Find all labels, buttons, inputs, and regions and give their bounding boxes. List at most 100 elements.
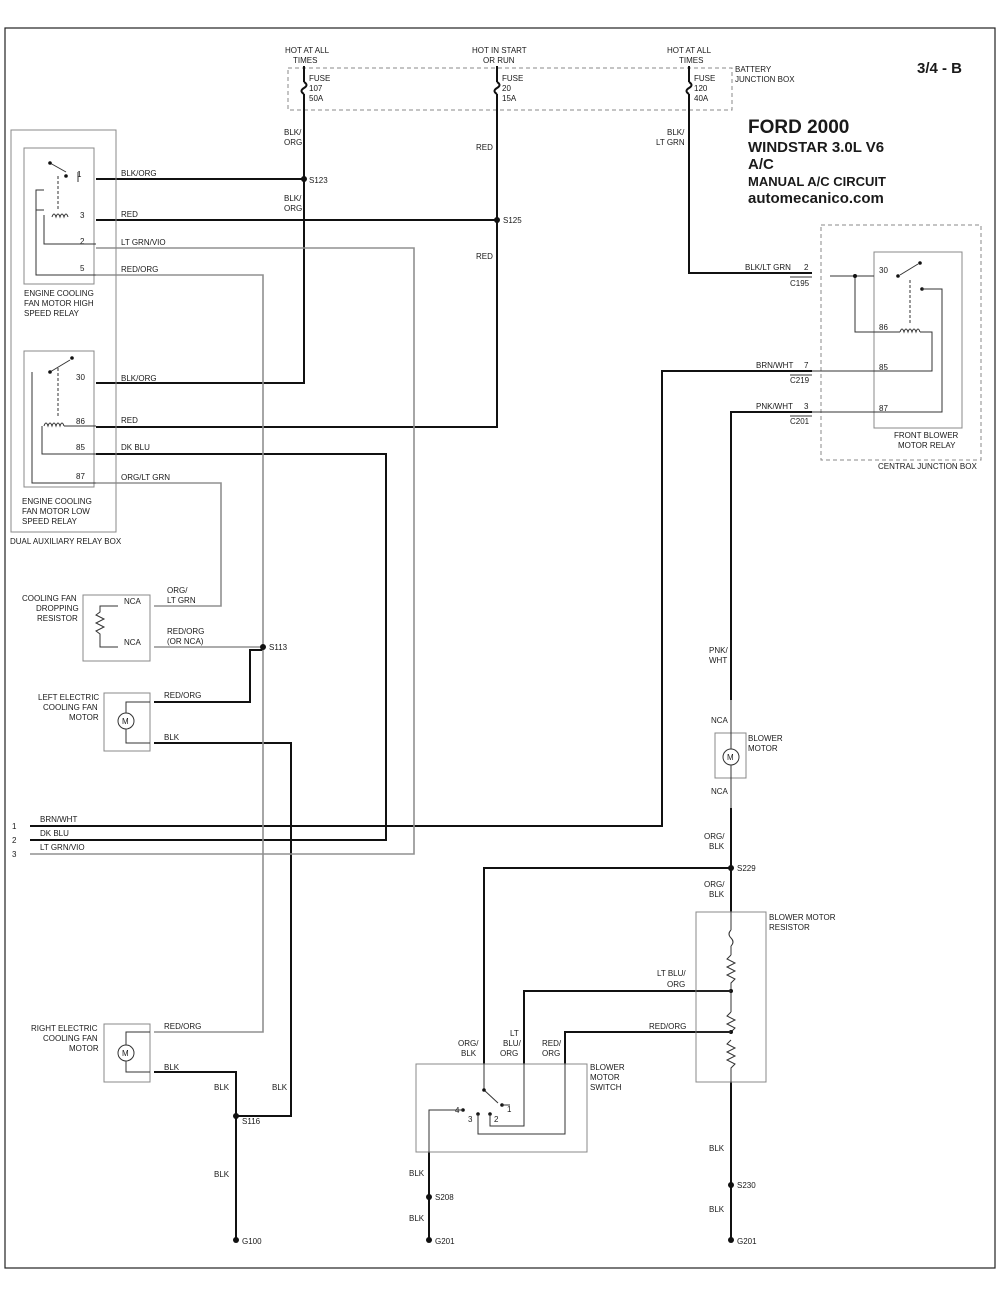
offpage-ref-3: 3 [12, 850, 17, 859]
model-engine: WINDSTAR 3.0L V6 [748, 139, 884, 156]
blower-switch-label-3: SWITCH [590, 1083, 622, 1092]
svg-text:DK BLU: DK BLU [40, 829, 69, 838]
low-relay-label-3: SPEED RELAY [22, 517, 78, 526]
svg-text:S230: S230 [737, 1181, 756, 1190]
splice-s116: S116 [233, 1113, 261, 1126]
svg-text:20: 20 [502, 84, 511, 93]
svg-text:BLK: BLK [214, 1170, 230, 1179]
svg-text:LT: LT [510, 1029, 519, 1038]
fuse-107: HOT AT ALL TIMES FUSE 107 50A [285, 46, 330, 103]
relay-box-label: DUAL AUXILIARY RELAY BOX [10, 537, 122, 546]
svg-text:ORG: ORG [667, 980, 685, 989]
svg-text:RED/ORG: RED/ORG [164, 1022, 201, 1031]
svg-text:HOT IN START: HOT IN START [472, 46, 527, 55]
blower-motor: M NCA NCA [711, 700, 747, 808]
svg-text:BLK: BLK [272, 1083, 288, 1092]
svg-text:PNK/WHT: PNK/WHT [756, 402, 793, 411]
left-cooling-fan-motor: M [103, 692, 151, 752]
svg-text:HOT AT ALL: HOT AT ALL [285, 46, 330, 55]
high-speed-relay: 1 3 2 5 [23, 147, 96, 285]
svg-text:BLK: BLK [709, 1144, 725, 1153]
splice-s125: S125 [494, 216, 522, 225]
svg-text:NCA: NCA [711, 716, 729, 725]
svg-text:C219: C219 [790, 376, 810, 385]
circuit-name: MANUAL A/C CIRCUIT [748, 174, 886, 189]
svg-text:3: 3 [804, 402, 809, 411]
offpage-ref-2: 2 [12, 836, 17, 845]
svg-text:C195: C195 [790, 279, 810, 288]
svg-text:S123: S123 [309, 176, 328, 185]
svg-text:ORG: ORG [284, 204, 302, 213]
svg-text:RED/ORG: RED/ORG [649, 1022, 686, 1031]
dropping-resistor-label-1: COOLING FAN [22, 594, 77, 603]
svg-text:BLK: BLK [709, 1205, 725, 1214]
wire-lt-grn-vio [30, 247, 415, 855]
wire-blk-left-fan [154, 742, 292, 1117]
svg-text:BLK/: BLK/ [284, 128, 302, 137]
svg-text:ORG/: ORG/ [704, 880, 725, 889]
system-name: A/C [748, 156, 774, 173]
svg-text:2: 2 [804, 263, 809, 272]
dropping-resistor-label-2: DROPPING [36, 604, 79, 613]
svg-text:M: M [122, 1049, 129, 1058]
svg-text:TIMES: TIMES [293, 56, 317, 65]
svg-text:FUSE: FUSE [694, 74, 715, 83]
svg-text:PNK/: PNK/ [709, 646, 728, 655]
svg-text:BLK: BLK [164, 1063, 180, 1072]
svg-text:120: 120 [694, 84, 708, 93]
svg-text:RED/ORG: RED/ORG [167, 627, 204, 636]
svg-text:3: 3 [80, 211, 85, 220]
wire-red-org-high [96, 274, 264, 1033]
svg-text:3: 3 [468, 1115, 473, 1124]
blower-motor-switch: 4 3 2 1 [415, 1063, 588, 1153]
svg-text:85: 85 [879, 363, 888, 372]
blower-resistor-label-2: RESISTOR [769, 923, 810, 932]
svg-text:BLK: BLK [709, 842, 725, 851]
low-relay-label-1: ENGINE COOLING [22, 497, 92, 506]
svg-text:BLK/: BLK/ [667, 128, 685, 137]
right-fan-label-2: COOLING FAN [43, 1034, 98, 1043]
svg-text:BLK: BLK [214, 1083, 230, 1092]
connector-c201: 3 C201 [790, 402, 812, 426]
svg-text:S125: S125 [503, 216, 522, 225]
svg-text:(OR NCA): (OR NCA) [167, 637, 204, 646]
wire-blk-ltgrn-fuse120 [688, 94, 812, 274]
svg-text:LT GRN/VIO: LT GRN/VIO [121, 238, 166, 247]
wire-red-org-switch [564, 1031, 731, 1064]
low-speed-relay: 30 86 85 87 [23, 350, 96, 488]
wire-org-lt-grn [96, 482, 222, 607]
svg-text:1: 1 [77, 170, 82, 179]
front-blower-relay-label-2: MOTOR RELAY [898, 441, 956, 450]
connector-c195: 2 C195 [790, 263, 812, 288]
wire-lt-blu-org [523, 990, 731, 1064]
svg-text:WHT: WHT [709, 656, 727, 665]
svg-text:BLK: BLK [709, 890, 725, 899]
svg-text:S116: S116 [242, 1117, 261, 1126]
splice-s208: S208 [426, 1193, 454, 1202]
wire-dk-blu [30, 453, 387, 841]
svg-text:BRN/WHT: BRN/WHT [40, 815, 77, 824]
svg-text:BLU/: BLU/ [503, 1039, 522, 1048]
svg-text:LT GRN: LT GRN [656, 138, 685, 147]
svg-text:RED: RED [121, 210, 138, 219]
splice-s123: S123 [301, 176, 328, 185]
wire-pnk-wht [730, 411, 812, 700]
svg-text:ORG/LT GRN: ORG/LT GRN [121, 473, 170, 482]
svg-text:30: 30 [879, 266, 888, 275]
svg-text:87: 87 [76, 472, 85, 481]
central-junction-box [820, 224, 982, 461]
splice-s229: S229 [728, 864, 756, 873]
svg-text:FUSE: FUSE [309, 74, 330, 83]
wire-blk-right-fan [154, 1071, 237, 1238]
svg-text:86: 86 [76, 417, 85, 426]
fuse-20: HOT IN START OR RUN FUSE 20 15A [472, 46, 527, 103]
svg-text:S229: S229 [737, 864, 756, 873]
svg-text:86: 86 [879, 323, 888, 332]
svg-text:BRN/WHT: BRN/WHT [756, 361, 793, 370]
svg-text:M: M [727, 753, 734, 762]
connector-c219: 7 C219 [790, 361, 812, 385]
svg-text:15A: 15A [502, 94, 517, 103]
front-blower-relay-label-1: FRONT BLOWER [894, 431, 959, 440]
svg-text:TIMES: TIMES [679, 56, 703, 65]
svg-text:BLK/LT GRN: BLK/LT GRN [745, 263, 791, 272]
